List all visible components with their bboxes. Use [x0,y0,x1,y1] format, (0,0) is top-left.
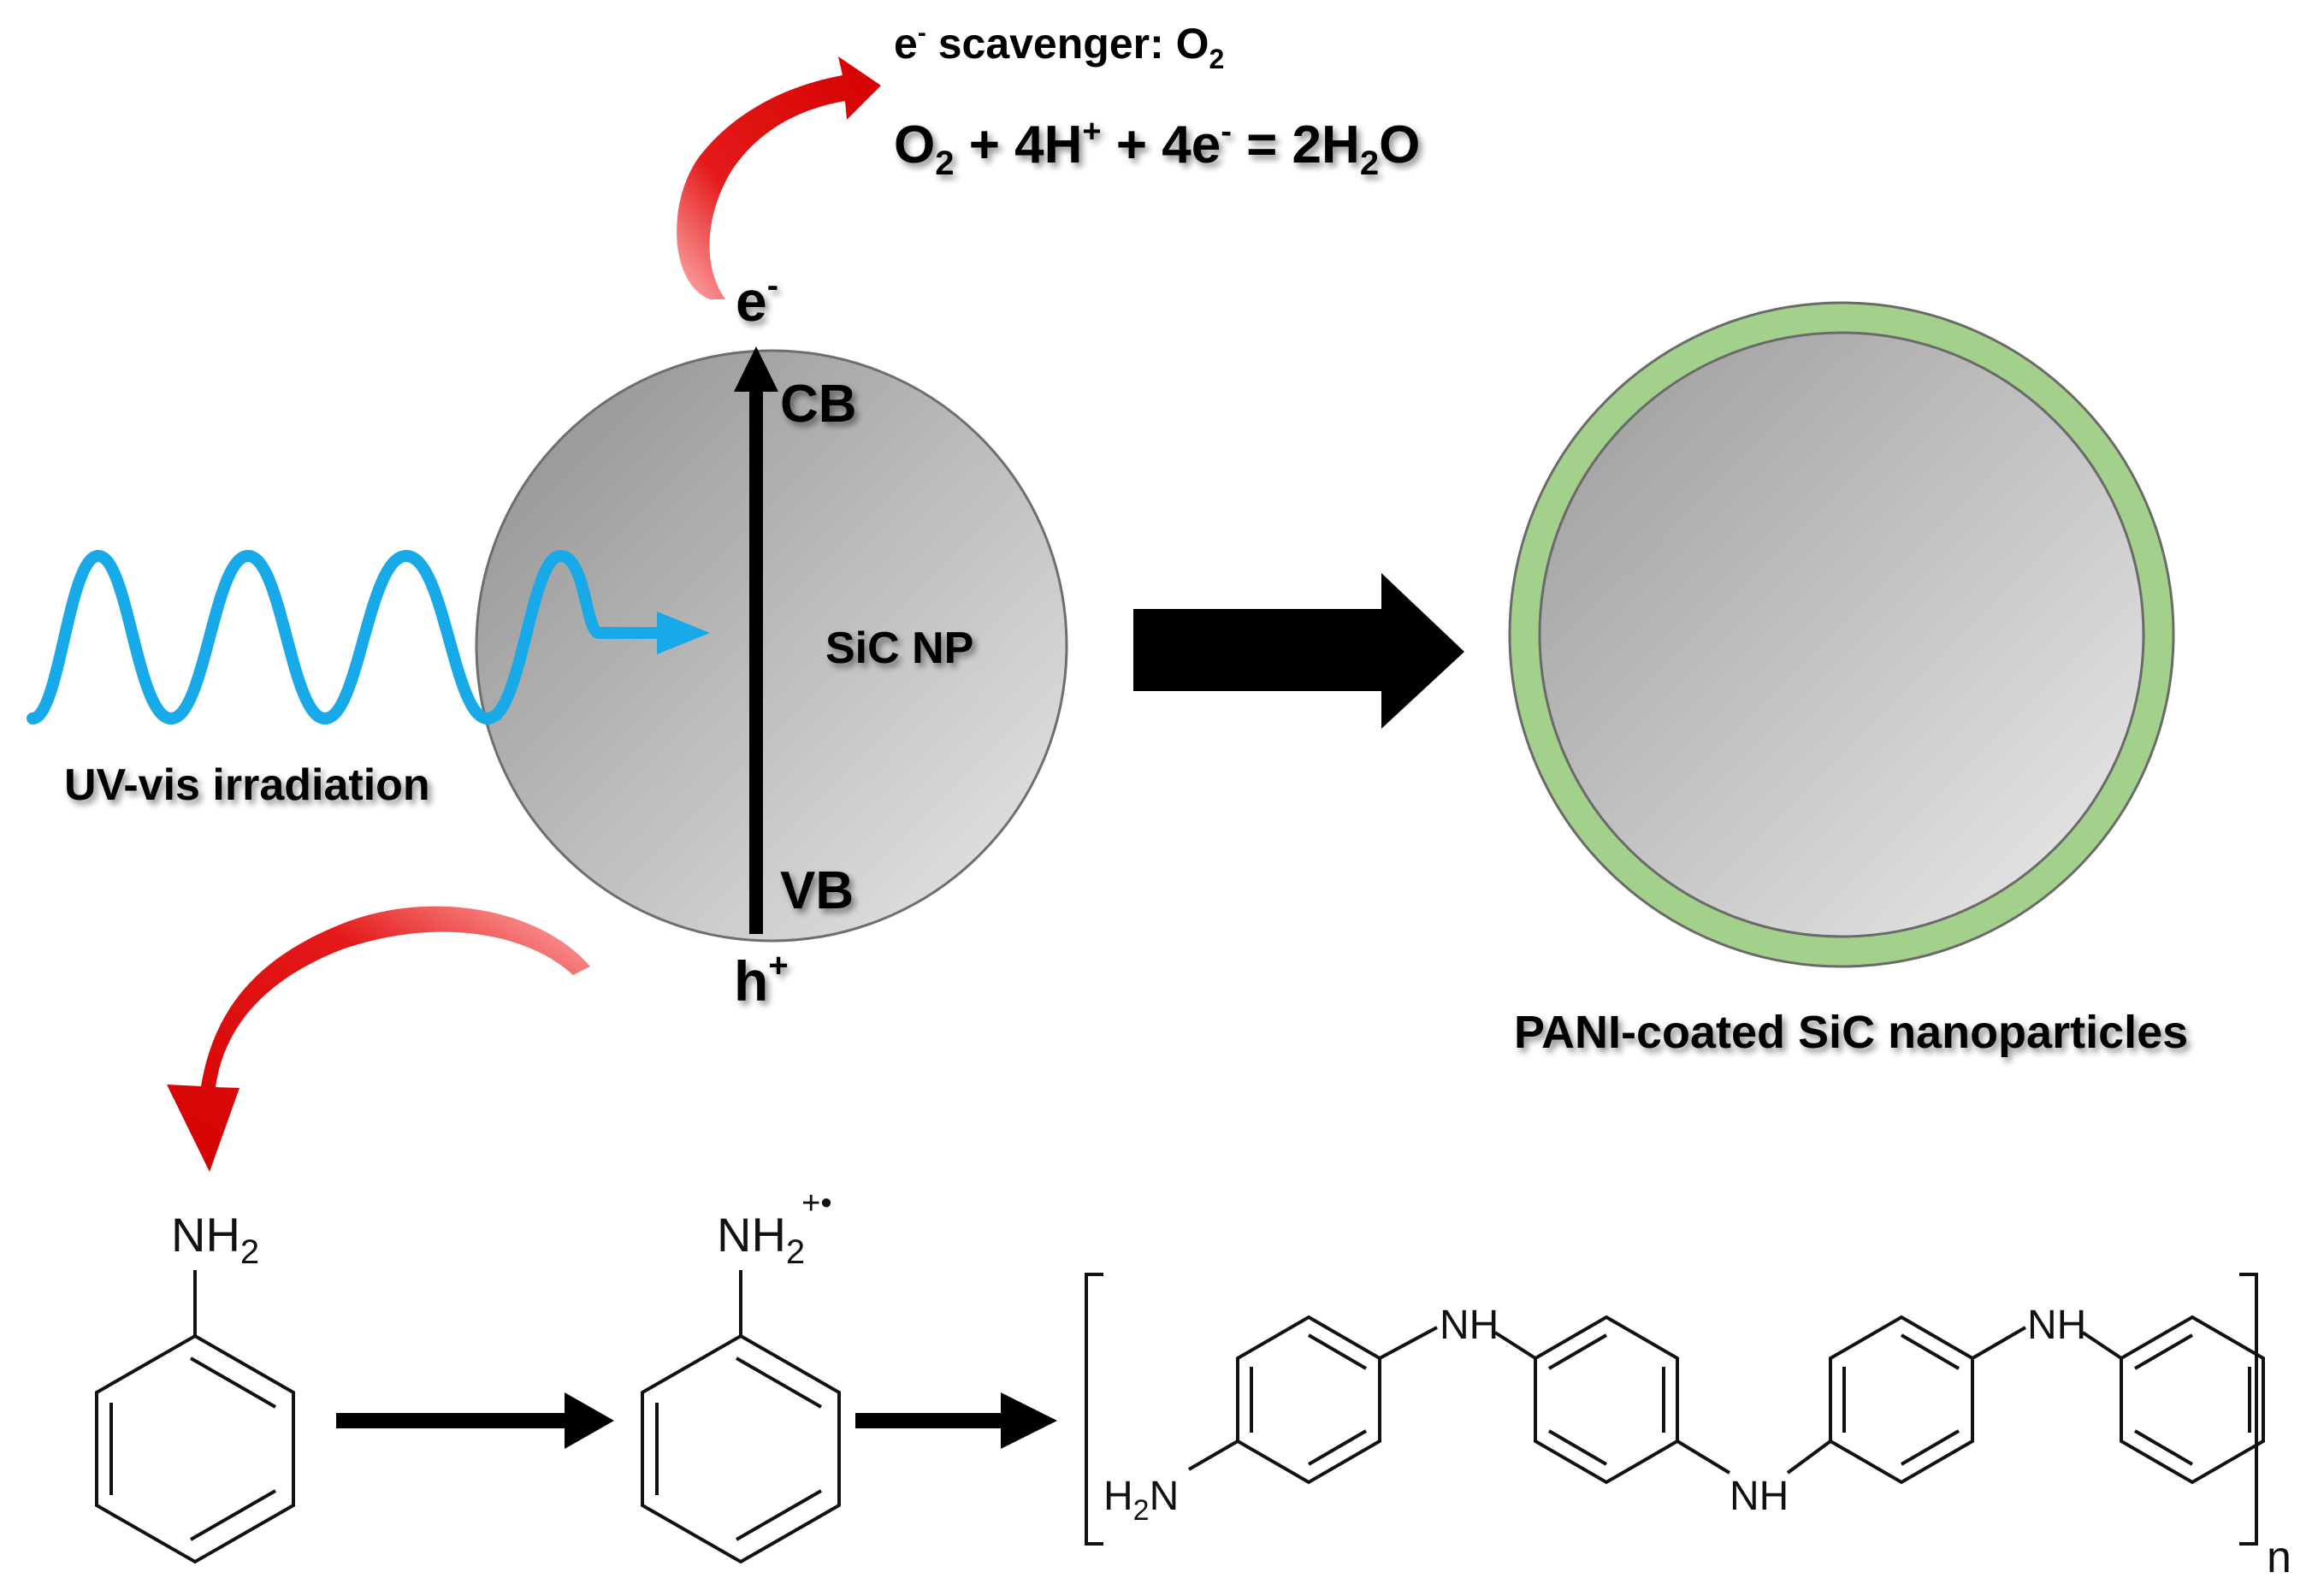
reaction-arrow-2-head-icon [1001,1392,1057,1449]
pani-ring-4 [2120,1315,2265,1485]
excitation-arrow-shaft [749,378,763,934]
sic-core [1538,331,2145,938]
left-bracket [1085,1273,1103,1546]
oxygen-reduction-equation: O2 + 4H+ + 4e- = 2H2O [894,114,1420,182]
pani-ring-2 [1534,1315,1679,1485]
hole-label: h+ [734,947,789,1013]
pani-nh-label-3: NH [2027,1303,2086,1348]
reaction-arrow-1-shaft [336,1413,576,1428]
valence-band-label: VB [780,861,854,920]
pani-nh-label-1: NH [1440,1303,1499,1348]
coated-particle-label: PANI-coated SiC nanoparticles [1514,1007,2188,1058]
aniline-structure [95,1270,295,1564]
particle-label: SiC NP [825,624,973,673]
reaction-arrow-2-shaft [855,1413,1009,1428]
pani-amine-end-label: H2N [1103,1474,1179,1527]
electron-transfer-arrow-icon [677,56,881,299]
aniline-amine-label: NH2 [171,1208,259,1271]
scavenger-label: e- scavenger: O2 [894,19,1224,74]
aniline-ring [95,1333,295,1564]
radical-ring [641,1333,841,1564]
electron-label: e- [736,267,778,333]
sic-nanoparticle [475,349,1068,943]
hole-transfer-arrow-icon [167,906,590,1172]
pani-nh-label-2: NH [1730,1474,1789,1519]
reaction-arrow-1-head-icon [565,1392,614,1449]
right-bracket [2239,1273,2258,1546]
pani-ring-1 [1236,1315,1381,1485]
pani-ring-3 [1829,1315,1974,1485]
uv-wave-arrowhead-icon [657,612,710,654]
irradiation-label: UV-vis irradiation [64,760,430,810]
repeat-unit-subscript: n [2267,1533,2291,1582]
aniline-radical-cation-structure [641,1270,841,1564]
coating-process-arrow-icon [1133,573,1464,729]
excitation-arrowhead-icon [734,346,778,392]
uv-wave-icon [27,549,665,725]
radical-amine-label: NH2+• [717,1185,832,1271]
conduction-band-label: CB [780,375,857,434]
pani-polymer-structure [1085,1273,2265,1546]
